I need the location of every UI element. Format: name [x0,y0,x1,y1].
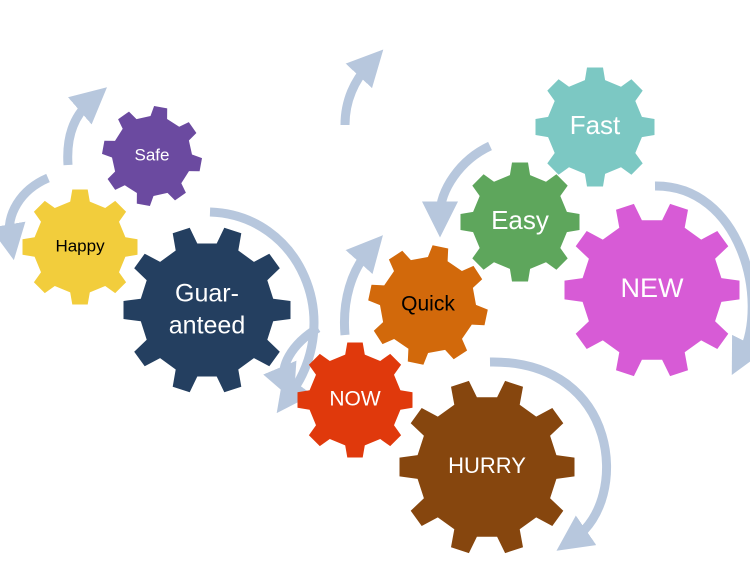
gear-shape [399,380,575,554]
gear-shape [22,189,138,305]
gear-label: NEW [621,273,685,303]
gear-shape [564,203,740,377]
gear-label: Safe [135,145,170,164]
gear-shape [368,245,488,365]
arrow-easy [422,141,493,238]
arrow-now [263,324,321,401]
gear-label: NOW [329,388,381,411]
gear-guaranteed: Guar- anteed [123,227,291,393]
gear-label: Quick [401,293,455,316]
cycle-arrows [0,49,750,551]
gear-shape [102,106,202,206]
arrow-hurry [489,357,612,551]
gear-quick: Quick [368,245,488,365]
arrow-top [340,49,384,126]
gear-new: NEW [564,203,740,377]
arrow-happy [0,173,50,261]
gear-label: Fast [570,110,621,140]
gear-shape [460,162,580,282]
gear-safe: Safe [102,106,202,206]
gear-happy: Happy [22,189,138,305]
arrow-guaranteed [209,207,319,414]
gear-label: HURRY [448,453,526,478]
gear-easy: Easy [460,162,580,282]
gear-label-line2: anteed [169,312,245,340]
gear-shape [297,342,413,458]
gear-now: NOW [297,342,413,458]
arrow-safe [63,87,107,166]
gear-fast: Fast [535,67,655,187]
arrow-quick [339,235,383,336]
gear-label-line1: Guar- [175,280,239,308]
gear-shape [535,67,655,187]
gear-label: Easy [491,205,549,235]
gear-hurry: HURRY [399,380,575,554]
gear-label: Happy [55,236,105,255]
gear-shape [123,227,291,393]
